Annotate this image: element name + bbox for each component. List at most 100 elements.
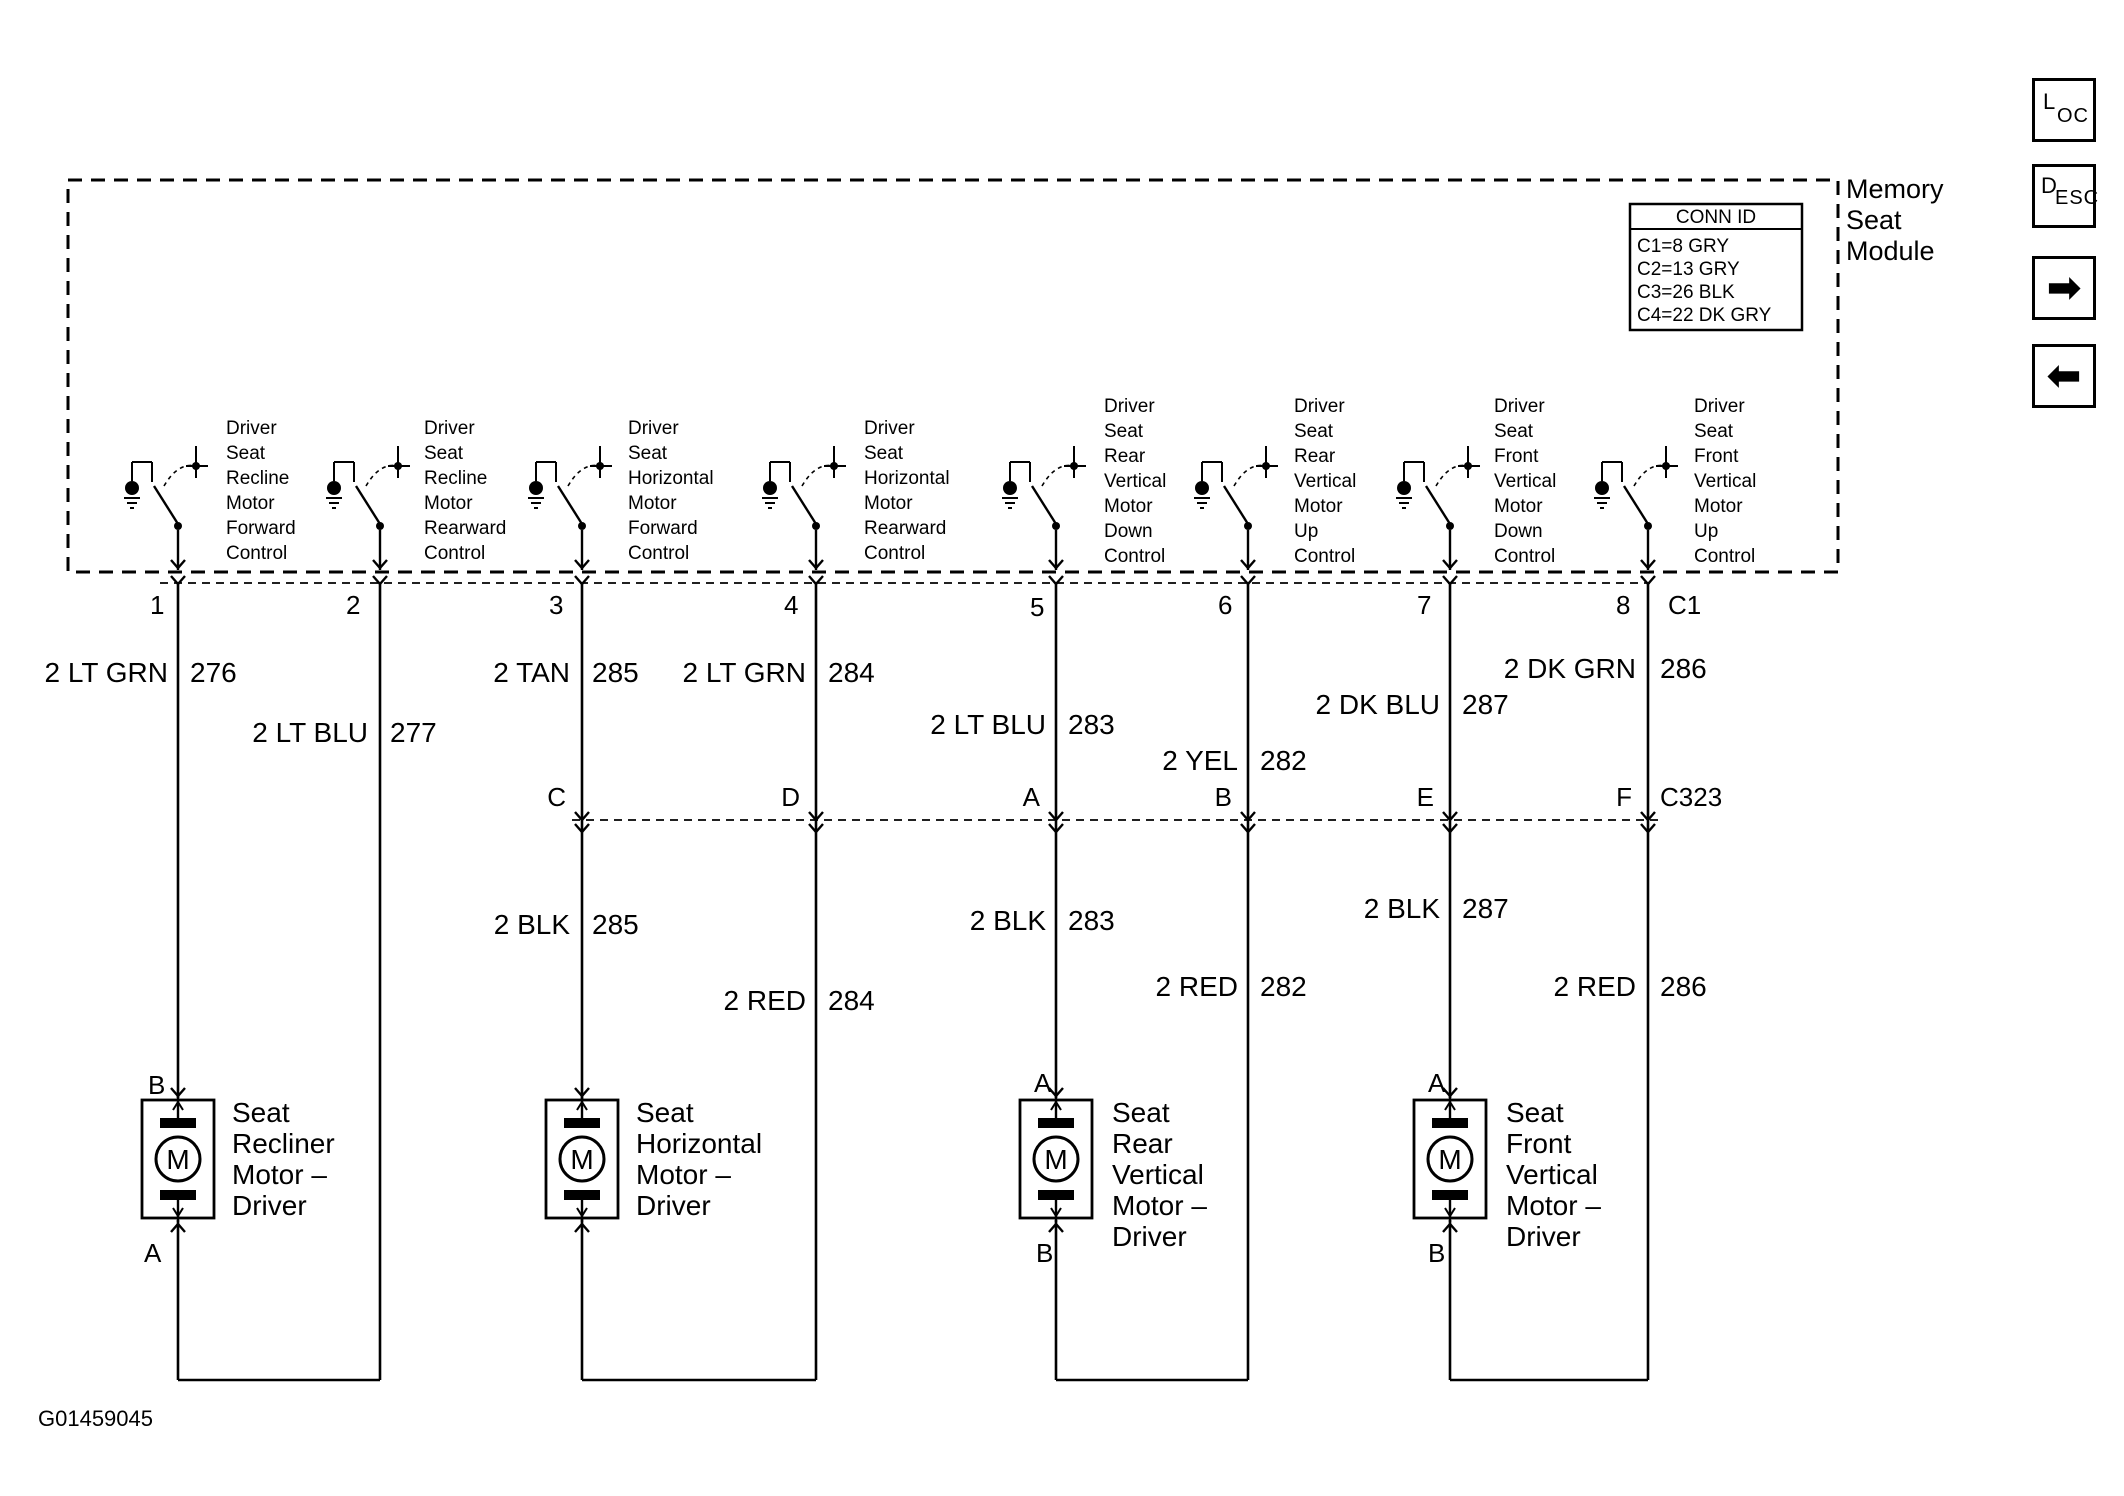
location-button[interactable]: L OC bbox=[2032, 78, 2096, 142]
pin-label: F bbox=[1616, 782, 1632, 812]
c1-connector-chevrons bbox=[170, 575, 1656, 586]
lower-wire-labels: 2 BLK 285 2 RED 284 2 BLK 283 2 RED 282 … bbox=[494, 893, 1707, 1016]
pin-label: A bbox=[1023, 782, 1041, 812]
wire-color-label: 2 TAN bbox=[493, 657, 570, 688]
pin-label: 4 bbox=[784, 590, 798, 620]
motor-pin-label: A bbox=[1428, 1068, 1446, 1098]
wire-circuit-label: 287 bbox=[1462, 689, 1509, 720]
right-arrow-icon: ➡ bbox=[2047, 266, 2081, 310]
wire-circuit-label: 285 bbox=[592, 657, 639, 688]
c1-connector-label: C1 bbox=[1668, 590, 1701, 620]
pin-label: C bbox=[547, 782, 566, 812]
c323-connector-chevrons bbox=[574, 811, 1656, 834]
wire-circuit-label: 283 bbox=[1068, 905, 1115, 936]
motor-pin-label: B bbox=[1428, 1238, 1445, 1268]
motor-pin-label: B bbox=[148, 1070, 165, 1100]
motor-label-front-vertical: Seat Front Vertical Motor – Driver bbox=[1506, 1097, 1609, 1252]
wire-color-label: 2 BLK bbox=[970, 905, 1047, 936]
conn-id-row: C4=22 DK GRY bbox=[1637, 305, 1772, 326]
wire-color-label: 2 DK BLU bbox=[1316, 689, 1441, 720]
pin-label: B bbox=[1215, 782, 1232, 812]
next-button[interactable]: ➡ bbox=[2032, 256, 2096, 320]
wire-color-label: 2 RED bbox=[724, 985, 806, 1016]
motor-symbol: M bbox=[1044, 1144, 1067, 1175]
pin-label: 3 bbox=[549, 590, 563, 620]
wire-circuit-label: 282 bbox=[1260, 745, 1307, 776]
wire-circuit-label: 282 bbox=[1260, 971, 1307, 1002]
motor-symbol: M bbox=[1438, 1144, 1461, 1175]
motor-labels: Seat Recliner Motor – Driver Seat Horizo… bbox=[232, 1097, 1609, 1252]
wires bbox=[176, 583, 1650, 1382]
pin-label: 8 bbox=[1616, 590, 1630, 620]
wire-circuit-label: 276 bbox=[190, 657, 237, 688]
motor-3: M bbox=[1018, 1087, 1094, 1233]
module-boundary bbox=[66, 178, 1840, 574]
motor-pin-label: B bbox=[1036, 1238, 1053, 1268]
wire-color-label: 2 RED bbox=[1554, 971, 1636, 1002]
wire-color-label: 2 LT GRN bbox=[683, 657, 806, 688]
pin-label: D bbox=[781, 782, 800, 812]
figure-id: G01459045 bbox=[38, 1406, 153, 1431]
pin-label: 2 bbox=[346, 590, 360, 620]
conn-id-title: CONN ID bbox=[1676, 207, 1756, 228]
wire-color-label: 2 BLK bbox=[494, 909, 571, 940]
loc-icon: L OC bbox=[2043, 89, 2089, 127]
wire-circuit-label: 287 bbox=[1462, 893, 1509, 924]
conn-id-table: CONN ID C1=8 GRY C2=13 GRY C3=26 BLK C4=… bbox=[1628, 202, 1804, 332]
wire-color-label: 2 BLK bbox=[1364, 893, 1441, 924]
module-title: Memory Seat Module bbox=[1846, 174, 1951, 266]
motor-pin-labels: B A A B A B bbox=[144, 1068, 1446, 1268]
conn-id-row: C3=26 BLK bbox=[1637, 282, 1735, 303]
c1-pin-labels: 1 2 3 4 5 6 7 8 C1 bbox=[150, 590, 1701, 622]
pin-label: 6 bbox=[1218, 590, 1232, 620]
wire-color-label: 2 LT BLU bbox=[930, 709, 1046, 740]
motor-symbol: M bbox=[570, 1144, 593, 1175]
wire-circuit-label: 277 bbox=[390, 717, 437, 748]
pin-label: 1 bbox=[150, 590, 164, 620]
description-button[interactable]: D ESC bbox=[2032, 164, 2100, 228]
wire-circuit-label: 286 bbox=[1660, 971, 1707, 1002]
conn-id-row: C2=13 GRY bbox=[1637, 259, 1740, 280]
wire-color-label: 2 LT GRN bbox=[45, 657, 168, 688]
pin-label: 5 bbox=[1030, 592, 1044, 622]
motor-symbol: M bbox=[166, 1144, 189, 1175]
motor-2: M bbox=[544, 1087, 620, 1233]
motor-label-recliner: Seat Recliner Motor – Driver bbox=[232, 1097, 342, 1221]
wire-circuit-label: 284 bbox=[828, 657, 875, 688]
left-arrow-icon: ⬅ bbox=[2047, 354, 2081, 398]
wire-color-label: 2 YEL bbox=[1162, 745, 1238, 776]
motor-pin-label: A bbox=[144, 1238, 162, 1268]
motor-pin-label: A bbox=[1034, 1068, 1052, 1098]
motor-label-rear-vertical: Seat Rear Vertical Motor – Driver bbox=[1112, 1097, 1215, 1252]
desc-icon: D ESC bbox=[2041, 173, 2100, 209]
wire-circuit-label: 284 bbox=[828, 985, 875, 1016]
pin-label: 7 bbox=[1417, 590, 1431, 620]
motor-label-horizontal: Seat Horizontal Motor – Driver bbox=[636, 1097, 770, 1221]
motor-1: M bbox=[140, 1087, 216, 1233]
wire-circuit-label: 286 bbox=[1660, 653, 1707, 684]
wire-color-label: 2 RED bbox=[1156, 971, 1238, 1002]
wire-circuit-label: 283 bbox=[1068, 709, 1115, 740]
pin-label: E bbox=[1417, 782, 1434, 812]
c323-connector-label: C323 bbox=[1660, 782, 1722, 812]
previous-button[interactable]: ⬅ bbox=[2032, 344, 2096, 408]
upper-wire-labels: 2 LT GRN 276 2 LT BLU 277 2 TAN 285 2 LT… bbox=[45, 653, 1707, 776]
motor-4: M bbox=[1412, 1087, 1488, 1233]
